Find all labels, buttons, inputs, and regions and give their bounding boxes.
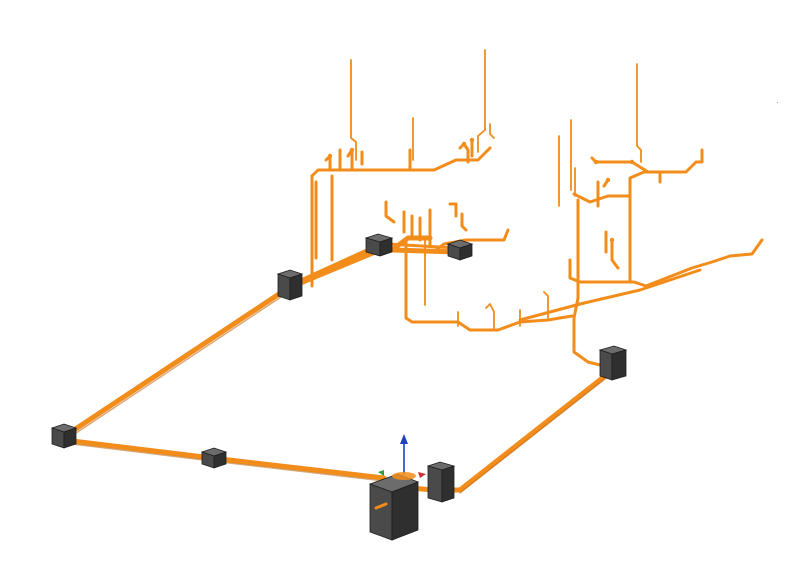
gizmo-z-arrow[interactable]: [400, 434, 408, 444]
manhole-box-icon[interactable]: [276, 269, 304, 301]
main-pipe-shade: [69, 290, 291, 438]
fitting-node: [605, 177, 611, 183]
gizmo-y-arrow[interactable]: [378, 470, 384, 476]
riser-pipe[interactable]: [477, 49, 486, 153]
main-pipe[interactable]: [389, 247, 461, 255]
main-trunk-lines[interactable]: [61, 235, 613, 494]
manhole-boxes[interactable]: [50, 233, 628, 541]
branch-pipe[interactable]: [568, 238, 764, 288]
riser-pipe[interactable]: [558, 119, 576, 207]
fitting-node: [609, 237, 615, 243]
pipe-stub: [374, 502, 388, 510]
riser-pipe[interactable]: [636, 63, 642, 163]
gizmo-pivot[interactable]: [392, 472, 416, 480]
middle-branch-system[interactable]: [384, 200, 574, 332]
fitting-node: [593, 159, 599, 165]
branch-pipe[interactable]: [434, 202, 510, 252]
riser-pipe[interactable]: [412, 117, 495, 161]
manhole-box-icon[interactable]: [446, 239, 474, 261]
fitting-node: [461, 141, 467, 147]
riser-pipe[interactable]: [457, 291, 549, 329]
branch-pipe[interactable]: [590, 148, 704, 174]
branch-pipe[interactable]: [572, 170, 662, 204]
branch-pipe[interactable]: [518, 268, 702, 322]
drop-pipe[interactable]: [404, 238, 574, 332]
branch-pipe[interactable]: [384, 200, 432, 248]
fitting-node: [469, 137, 475, 143]
manhole-box-icon[interactable]: [426, 461, 456, 503]
fitting-node: [629, 159, 635, 165]
manhole-box-icon[interactable]: [50, 423, 78, 449]
right-branch-system[interactable]: [518, 63, 764, 368]
fitting-node: [349, 147, 355, 153]
fitting-node: [327, 153, 333, 159]
selected-manhole-box[interactable]: [368, 473, 420, 541]
drop-pipe[interactable]: [314, 174, 334, 262]
riser-pipe[interactable]: [350, 59, 357, 161]
branch-pipe[interactable]: [310, 146, 492, 178]
main-pipe[interactable]: [65, 285, 291, 437]
main-pipe[interactable]: [295, 247, 383, 287]
axis-gizmo-icon[interactable]: [378, 434, 426, 480]
manhole-box-icon[interactable]: [200, 447, 228, 469]
manhole-box-icon[interactable]: [364, 233, 394, 257]
gizmo-x-arrow[interactable]: [418, 472, 426, 478]
upper-left-branch-system[interactable]: [310, 49, 495, 288]
manhole-box-icon[interactable]: [598, 345, 628, 381]
view-marker: [777, 102, 778, 103]
main-pipe-shade: [459, 374, 611, 494]
drop-pipe[interactable]: [596, 178, 620, 270]
